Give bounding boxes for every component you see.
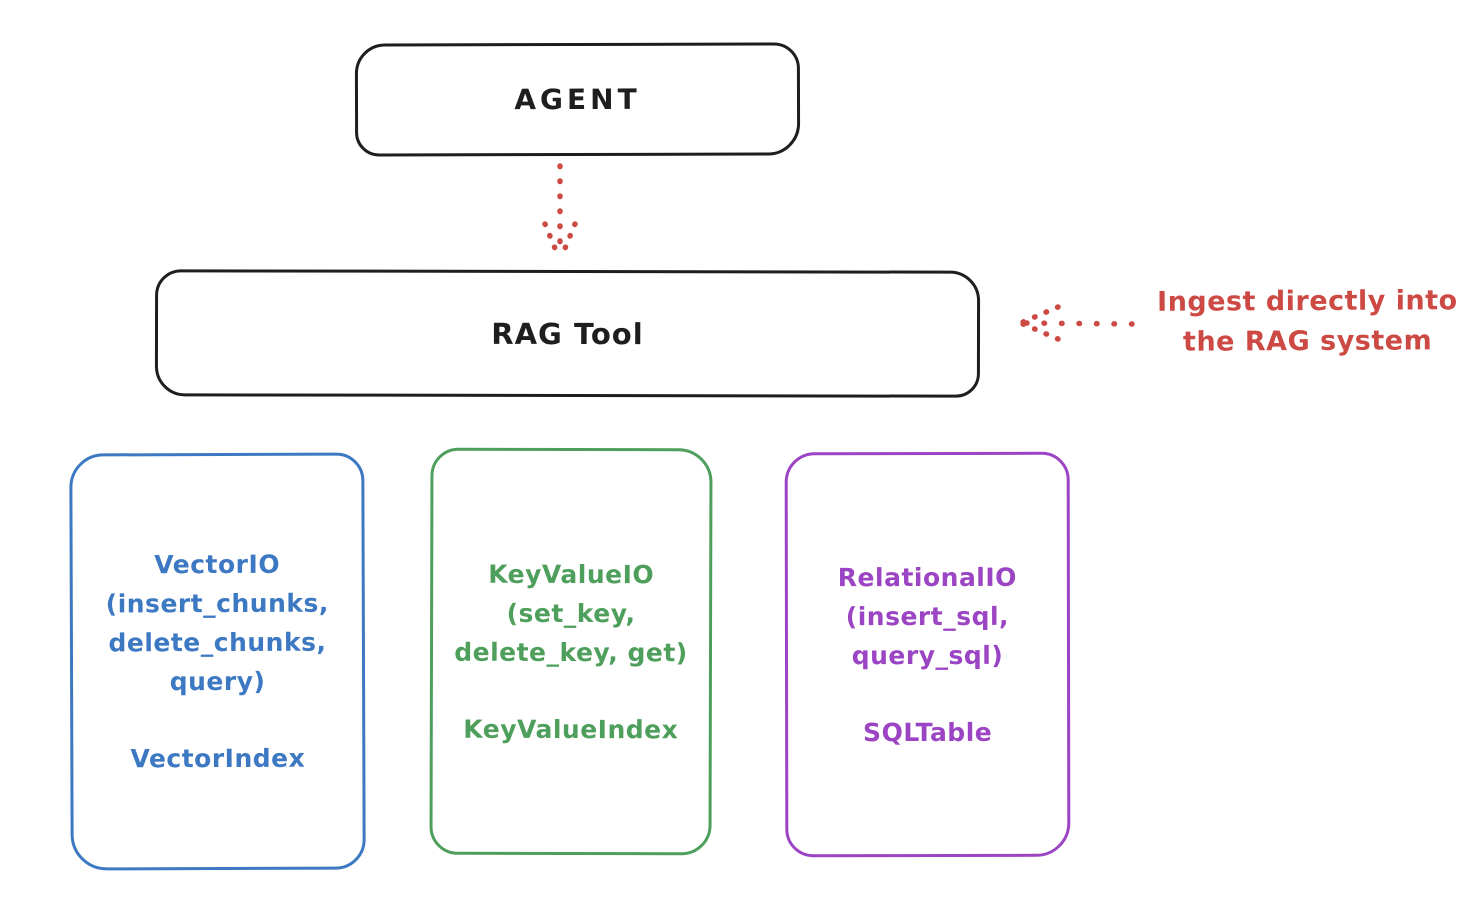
agent-node-label: AGENT [514,82,641,117]
ingest-annotation-line2: the RAG system [1182,325,1433,358]
keyvalue-io-line: KeyValueIO [488,559,655,589]
relational-io-title-block: RelationalIO (insert_sql, query_sql) [838,557,1017,674]
agent-node: AGENT [354,42,801,157]
dotted-arrow-left-icon [1020,304,1135,342]
rag-tool-node-label: RAG Tool [491,316,644,351]
relational-io-line: query_sql) [851,640,1004,670]
vector-io-line: (insert_chunks, [105,588,329,619]
relational-io-line: (insert_sql, [845,601,1010,631]
ingest-annotation-line1: Ingest directly into [1157,285,1458,318]
vector-io-line: VectorIO [154,549,281,580]
keyvalue-io-node: KeyValueIO (set_key, delete_key, get) Ke… [429,447,713,856]
keyvalue-io-line: (set_key, [506,598,636,628]
ingest-annotation: Ingest directly into the RAG system [1140,281,1475,363]
keyvalue-io-title-block: KeyValueIO (set_key, delete_key, get) [454,554,688,672]
relational-io-line: RelationalIO [837,562,1017,592]
rag-tool-node: RAG Tool [154,269,981,398]
relational-io-node: RelationalIO (insert_sql, query_sql) SQL… [784,451,1071,858]
sql-table-label: SQLTable [863,717,993,747]
keyvalue-index-label: KeyValueIndex [463,714,679,744]
vector-io-node: VectorIO (insert_chunks, delete_chunks, … [69,452,366,871]
vector-index-label: VectorIndex [130,743,306,774]
keyvalue-io-line: delete_key, get) [454,637,688,667]
dotted-arrow-down-icon [542,163,578,261]
vector-io-line: delete_chunks, [108,627,327,658]
vector-io-title-block: VectorIO (insert_chunks, delete_chunks, … [106,545,330,702]
vector-io-line: query) [169,666,266,697]
